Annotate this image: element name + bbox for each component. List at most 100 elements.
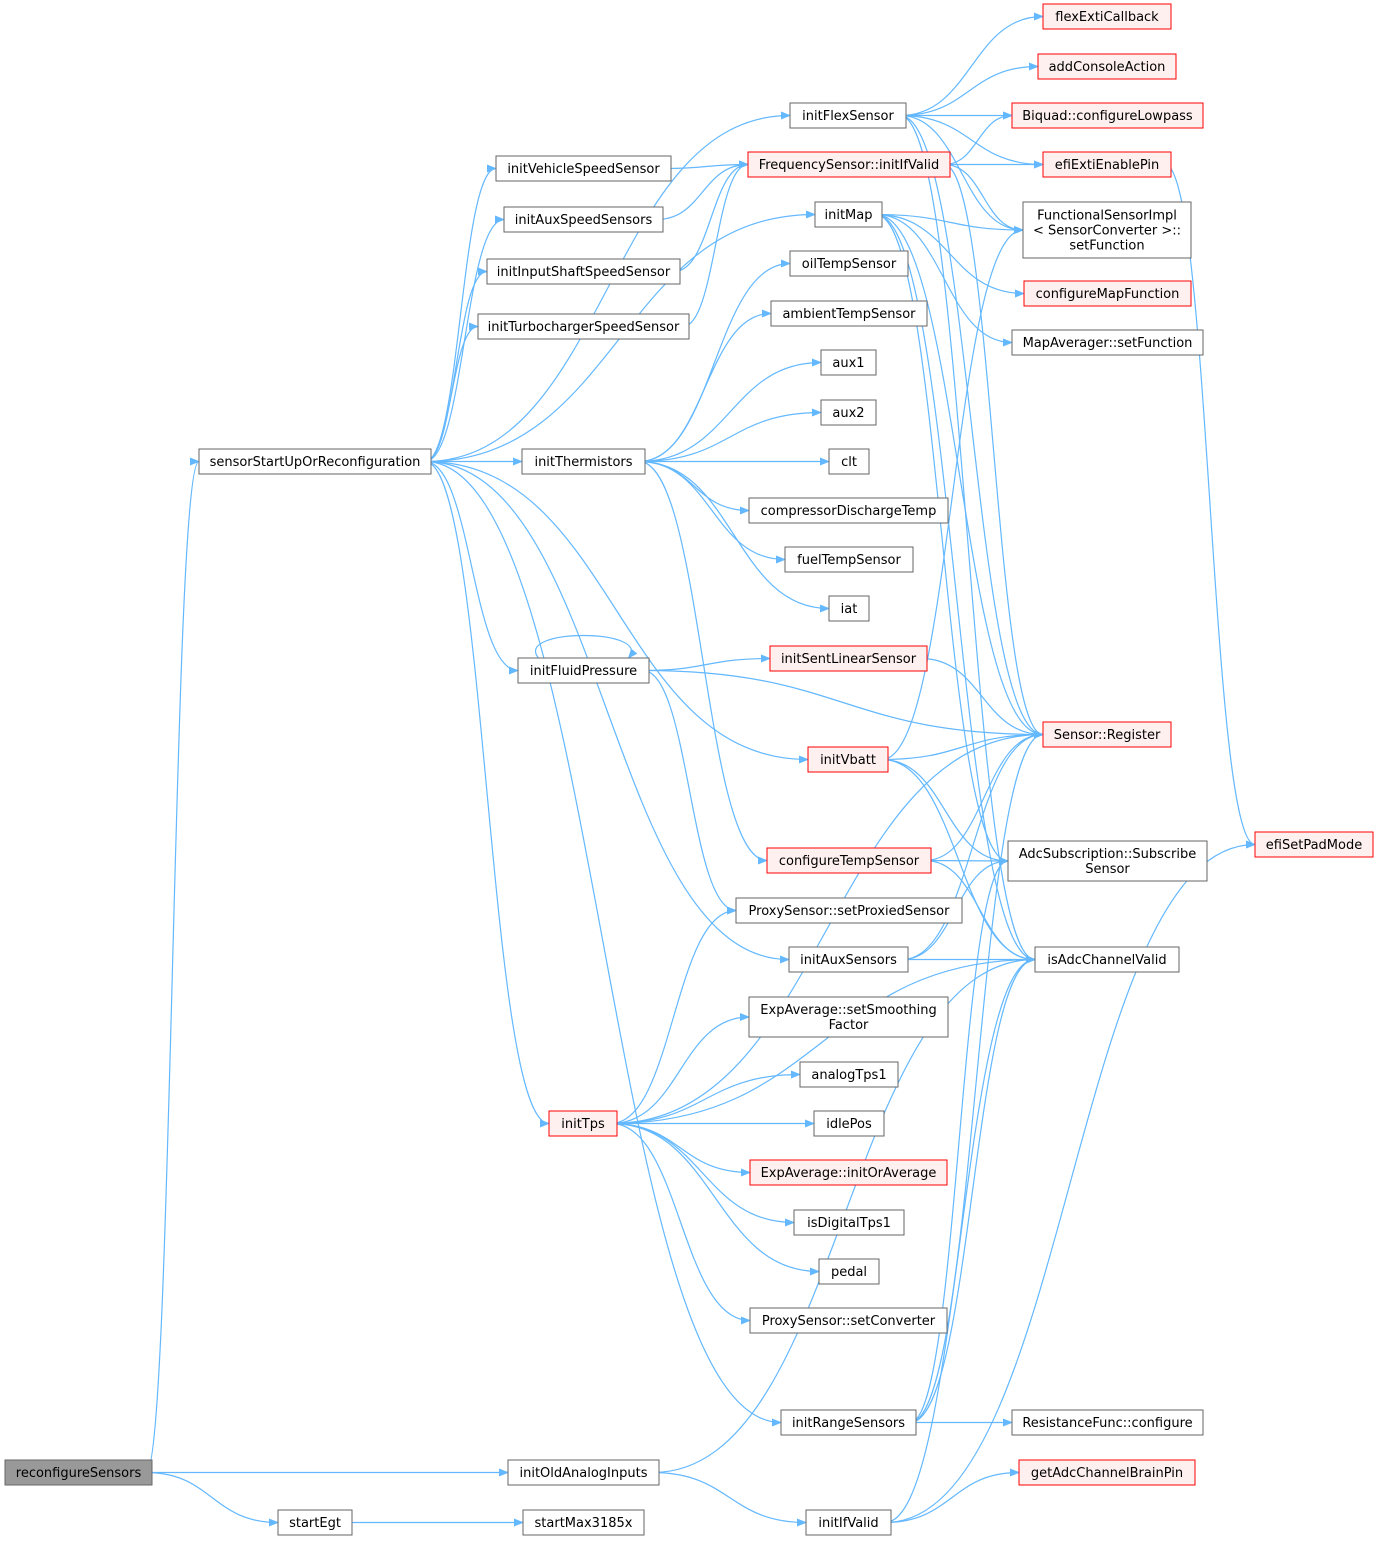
node-init-fluid-pressure[interactable]: initFluidPressure — [517, 657, 650, 684]
node-fuel-temp-sensor[interactable]: fuelTempSensor — [784, 546, 914, 573]
node-init-vbatt[interactable]: initVbatt — [807, 746, 889, 773]
node-sensor-register[interactable]: Sensor::Register — [1042, 721, 1172, 748]
node-ambient-temp-sensor[interactable]: ambientTempSensor — [770, 300, 928, 327]
edge-init-old-analog-inputs-to-init-if-valid — [652, 1471, 807, 1527]
node-pedal[interactable]: pedal — [818, 1258, 880, 1285]
node-box — [1011, 102, 1204, 129]
node-clt[interactable]: clt — [828, 448, 870, 475]
node-box — [1042, 151, 1172, 178]
node-label: clt — [841, 455, 857, 470]
edge-reconfigure-sensors-to-sensor-start-up-or-reconfiguration — [145, 457, 200, 1474]
edge-init-if-valid-to-efi-set-pad-mode — [884, 840, 1256, 1524]
node-map-averager-set-function[interactable]: MapAverager::setFunction — [1011, 329, 1204, 356]
node-box — [1011, 329, 1204, 356]
node-idle-pos[interactable]: idlePos — [813, 1110, 885, 1137]
node-is-digital-tps1[interactable]: isDigitalTps1 — [793, 1209, 905, 1236]
node-init-tps[interactable]: initTps — [548, 1110, 618, 1137]
node-box — [799, 1061, 899, 1088]
node-label: Sensor::Register — [1054, 728, 1161, 743]
node-box — [517, 657, 650, 684]
node-oil-temp-sensor[interactable]: oilTempSensor — [789, 250, 909, 277]
node-flex-exti-callback[interactable]: flexExtiCallback — [1042, 3, 1172, 30]
edge-frequency-sensor-init-if-valid-to-biquad-configure-lowpass — [943, 111, 1013, 166]
node-add-console-action[interactable]: addConsoleAction — [1037, 53, 1177, 80]
edge-configure-temp-sensor-to-sensor-register — [924, 730, 1044, 862]
node-frequency-sensor-init-if-valid[interactable]: FrequencySensor::initIfValid — [747, 151, 951, 178]
edge-init-vbatt-to-sensor-register — [881, 730, 1044, 761]
node-label: startEgt — [289, 1516, 341, 1531]
node-start-egt[interactable]: startEgt — [277, 1509, 353, 1536]
node-analog-tps1[interactable]: analogTps1 — [799, 1061, 899, 1088]
node-reconfigure-sensors[interactable]: reconfigureSensors — [4, 1459, 153, 1486]
node-iat[interactable]: iat — [828, 595, 870, 622]
node-init-input-shaft-speed-sensor[interactable]: initInputShaftSpeedSensor — [486, 258, 681, 285]
node-compressor-discharge-temp[interactable]: compressorDischargeTemp — [748, 497, 949, 524]
node-init-aux-sensors[interactable]: initAuxSensors — [788, 946, 909, 973]
node-box — [769, 645, 928, 672]
node-label: addConsoleAction — [1049, 60, 1166, 75]
node-box — [495, 155, 672, 182]
edge-init-map-to-configure-map-function — [875, 213, 1025, 298]
node-get-adc-channel-brain-pin[interactable]: getAdcChannelBrainPin — [1018, 1459, 1196, 1486]
node-box — [522, 1509, 645, 1536]
edge-init-tps-to-proxy-sensor-set-proxied-sensor — [610, 906, 737, 1125]
node-init-vehicle-speed-sensor[interactable]: initVehicleSpeedSensor — [495, 155, 672, 182]
node-biquad-configure-lowpass[interactable]: Biquad::configureLowpass — [1011, 102, 1204, 129]
node-label: isAdcChannelValid — [1047, 953, 1166, 968]
node-label: initOldAnalogInputs — [519, 1466, 647, 1481]
node-proxy-sensor-set-proxied-sensor[interactable]: ProxySensor::setProxiedSensor — [735, 897, 963, 924]
node-sensor-start-up-or-reconfiguration[interactable]: sensorStartUpOrReconfiguration — [198, 448, 432, 475]
node-configure-map-function[interactable]: configureMapFunction — [1023, 280, 1192, 307]
node-label: initTurbochargerSpeedSensor — [488, 320, 680, 335]
node-is-adc-channel-valid[interactable]: isAdcChannelValid — [1034, 946, 1180, 973]
node-init-flex-sensor[interactable]: initFlexSensor — [789, 102, 907, 129]
edge-init-vehicle-speed-sensor-to-frequency-sensor-init-if-valid — [664, 160, 749, 170]
edge-init-tps-to-is-adc-channel-valid — [610, 955, 1036, 1125]
node-label: oilTempSensor — [802, 257, 897, 272]
node-init-if-valid[interactable]: initIfValid — [805, 1509, 892, 1536]
edge-configure-temp-sensor-to-is-adc-channel-valid — [924, 859, 1036, 964]
node-init-range-sensors[interactable]: initRangeSensors — [780, 1409, 917, 1436]
node-label: ProxySensor::setConverter — [762, 1314, 936, 1329]
node-exp-average-init-or-average[interactable]: ExpAverage::initOrAverage — [749, 1159, 948, 1186]
node-box — [1018, 1459, 1196, 1486]
node-init-old-analog-inputs[interactable]: initOldAnalogInputs — [507, 1459, 660, 1486]
edge-init-thermistors-to-iat — [638, 460, 830, 613]
node-label: compressorDischargeTemp — [761, 504, 937, 519]
node-aux1[interactable]: aux1 — [820, 349, 877, 376]
node-efi-exti-enable-pin[interactable]: efiExtiEnablePin — [1042, 151, 1172, 178]
node-init-turbocharger-speed-sensor[interactable]: initTurbochargerSpeedSensor — [477, 313, 690, 340]
node-label: Sensor — [1085, 862, 1130, 877]
node-box — [784, 546, 914, 573]
edge-init-vbatt-to-adc-subscription-subscribe-sensor — [881, 758, 1009, 865]
node-box — [793, 1209, 905, 1236]
node-functional-sensor-impl-set-function[interactable]: FunctionalSensorImpl< SensorConverter >:… — [1022, 201, 1192, 259]
node-init-thermistors[interactable]: initThermistors — [521, 448, 646, 475]
node-label: analogTps1 — [811, 1068, 886, 1083]
node-label: sensorStartUpOrReconfiguration — [210, 455, 421, 470]
node-resistance-func-configure[interactable]: ResistanceFunc::configure — [1011, 1409, 1204, 1436]
edge-init-tps-to-analog-tps1 — [610, 1070, 801, 1125]
node-box — [486, 258, 681, 285]
node-box — [789, 102, 907, 129]
edge-init-thermistors-to-compressor-discharge-temp — [638, 460, 750, 515]
node-box — [1011, 1409, 1204, 1436]
node-proxy-sensor-set-converter[interactable]: ProxySensor::setConverter — [749, 1307, 948, 1334]
node-box — [1042, 721, 1172, 748]
edge-sensor-start-up-or-reconfiguration-to-init-flex-sensor — [424, 111, 791, 463]
node-init-map[interactable]: initMap — [814, 201, 883, 228]
node-init-aux-speed-sensors[interactable]: initAuxSpeedSensors — [503, 206, 664, 233]
node-start-max3185x[interactable]: startMax3185x — [522, 1509, 645, 1536]
edge-init-flex-sensor-to-sensor-register — [899, 114, 1044, 739]
node-efi-set-pad-mode[interactable]: efiSetPadMode — [1254, 831, 1374, 858]
node-aux2[interactable]: aux2 — [820, 399, 877, 426]
node-label: FrequencySensor::initIfValid — [759, 158, 940, 173]
edge-init-thermistors-to-aux2 — [638, 408, 822, 463]
node-init-sent-linear-sensor[interactable]: initSentLinearSensor — [769, 645, 928, 672]
node-box — [1023, 280, 1192, 307]
node-configure-temp-sensor[interactable]: configureTempSensor — [766, 847, 932, 874]
edge-init-range-sensors-to-adc-subscription-subscribe-sensor — [909, 857, 1009, 1424]
edge-init-turbocharger-speed-sensor-to-frequency-sensor-init-if-valid — [682, 160, 749, 328]
